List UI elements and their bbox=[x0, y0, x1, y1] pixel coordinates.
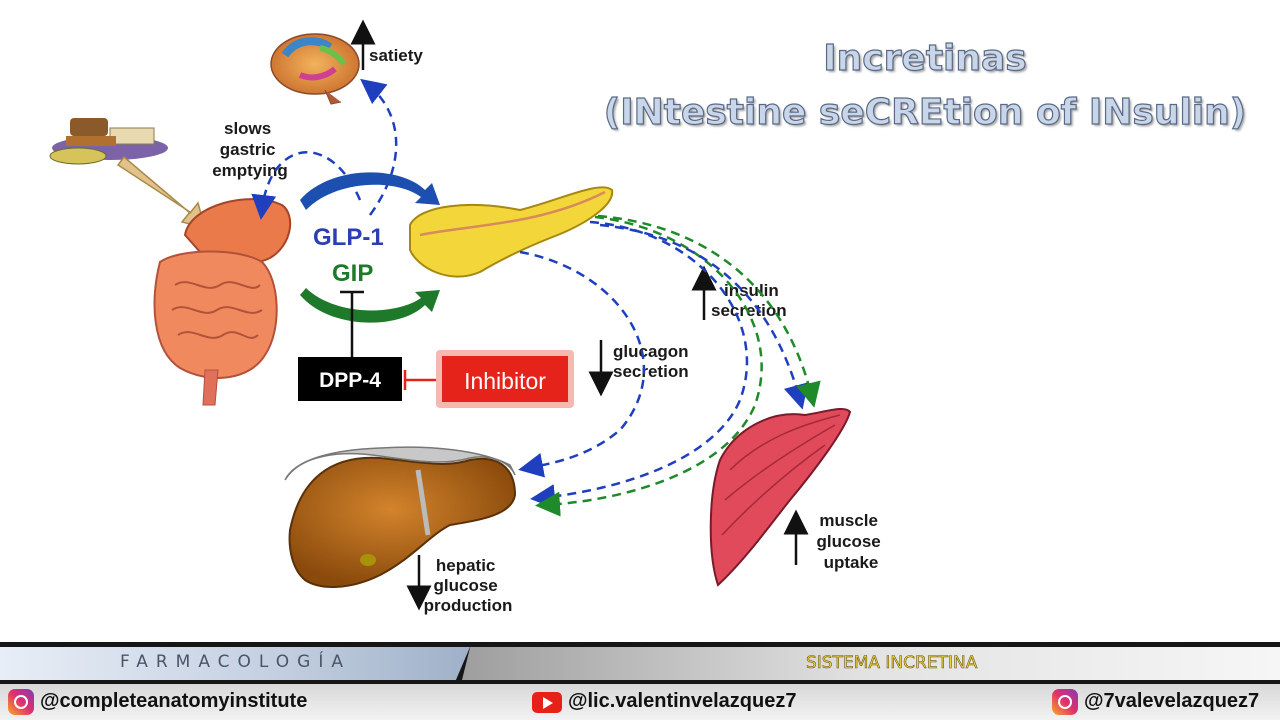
youtube-handle[interactable]: @lic.valentinvelazquez7 bbox=[568, 690, 797, 712]
pancreas-to-liver-blue-arrow bbox=[530, 220, 749, 509]
title-line-1: Incretinas bbox=[823, 37, 1028, 79]
gip-label: GIP bbox=[332, 260, 373, 287]
glp1-to-stomach-arrow bbox=[251, 150, 362, 220]
slows-gastric-label: slows gastric emptying bbox=[212, 119, 288, 180]
brain-image bbox=[270, 33, 360, 105]
pancreas-image bbox=[409, 186, 614, 278]
food-plate-image bbox=[49, 118, 168, 165]
instagram-icon[interactable] bbox=[8, 689, 34, 715]
dpp4-label: DPP-4 bbox=[319, 369, 381, 392]
muscle-label: muscle glucose uptake bbox=[817, 511, 886, 572]
glp1-label: GLP-1 bbox=[313, 224, 384, 251]
footer-topic-label: SISTEMA INCRETINA bbox=[806, 653, 978, 674]
footer-right-panel bbox=[462, 647, 1280, 680]
footer-left-panel bbox=[0, 647, 470, 680]
title-line-2: (INtestine seCREtion of INsulin) bbox=[603, 91, 1247, 133]
intestine-image bbox=[153, 198, 291, 406]
liver-image bbox=[284, 446, 517, 588]
incretin-diagram: satiety slows gastric emptying GLP-1 GIP… bbox=[49, 19, 886, 615]
instagram-handle-1[interactable]: @completeanatomyinstitute bbox=[40, 690, 308, 712]
dpp4-box bbox=[298, 357, 402, 401]
instagram-icon[interactable] bbox=[1052, 689, 1078, 715]
inhibitor-box bbox=[442, 356, 568, 402]
hepatic-label: hepatic glucose production bbox=[424, 556, 513, 615]
satiety-label: satiety bbox=[369, 46, 423, 65]
pancreas-to-muscle-blue-arrow bbox=[599, 223, 809, 410]
instagram-handle-2[interactable]: @7valevelazquez7 bbox=[1084, 690, 1260, 712]
inhibitor-label: Inhibitor bbox=[464, 368, 546, 394]
pancreas-to-muscle-green-arrow bbox=[597, 214, 821, 408]
footer-subject-label: FARMACOLOGÍA bbox=[120, 652, 351, 672]
youtube-icon[interactable] bbox=[532, 692, 562, 713]
muscle-image bbox=[709, 408, 852, 587]
bottom-curved-arrow bbox=[300, 288, 440, 323]
glucagon-label: glucagon secretion bbox=[613, 342, 693, 381]
pancreas-to-liver-glucagon-arrow bbox=[518, 250, 646, 478]
glp1-to-brain-arrow bbox=[360, 78, 398, 216]
top-curved-arrow bbox=[300, 172, 440, 210]
food-arrow bbox=[116, 155, 207, 230]
